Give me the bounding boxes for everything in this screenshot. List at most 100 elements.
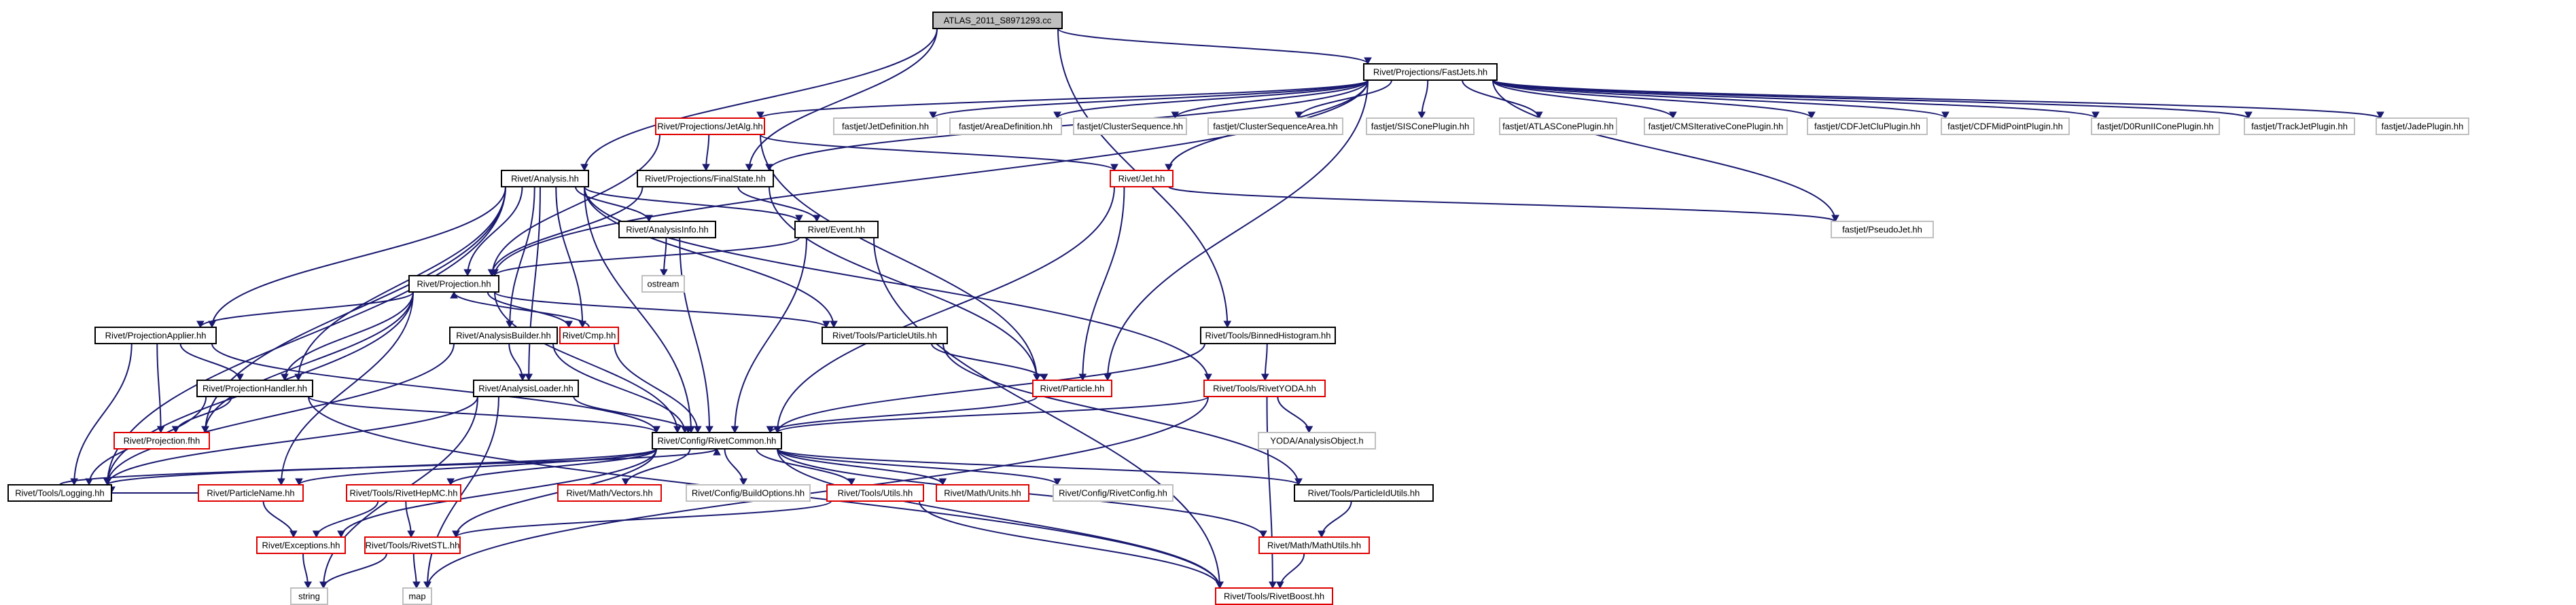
node-fj_cdfjetclu[interactable]: fastjet/CDFJetCluPlugin.hh bbox=[1807, 117, 1928, 135]
node-finalstate[interactable]: Rivet/Projections/FinalState.hh bbox=[637, 170, 774, 187]
edge-arrowhead bbox=[1831, 215, 1839, 223]
node-projection[interactable]: Rivet/Projection.hh bbox=[408, 275, 499, 293]
edge-arrowhead bbox=[2376, 111, 2384, 120]
node-fj_cdfmid[interactable]: fastjet/CDFMidPointPlugin.hh bbox=[1941, 117, 2070, 135]
node-box bbox=[1215, 587, 1333, 605]
node-jetalg[interactable]: Rivet/Projections/JetAlg.hh bbox=[655, 117, 765, 135]
node-toolsutils[interactable]: Rivet/Tools/Utils.hh bbox=[826, 484, 924, 502]
node-fj_areadef[interactable]: fastjet/AreaDefinition.hh bbox=[949, 117, 1062, 135]
node-label: Rivet/ProjectionHandler.hh bbox=[202, 384, 307, 394]
node-projhandler[interactable]: Rivet/ProjectionHandler.hh bbox=[196, 380, 313, 397]
node-mathutils[interactable]: Rivet/Math/MathUtils.hh bbox=[1258, 536, 1370, 554]
edge-fastjets-to-jetalg bbox=[760, 79, 1369, 119]
node-exceptions[interactable]: Rivet/Exceptions.hh bbox=[256, 536, 346, 554]
edge-arrowhead bbox=[830, 320, 838, 329]
node-fastjets[interactable]: Rivet/Projections/FastJets.hh bbox=[1363, 63, 1498, 81]
node-binnedhist[interactable]: Rivet/Tools/BinnedHistogram.hh bbox=[1200, 327, 1336, 344]
edge-rivetyoda-to-rivetboost bbox=[1266, 396, 1273, 589]
edge-arrowhead bbox=[684, 426, 692, 434]
edge-arrowhead bbox=[1110, 164, 1118, 172]
node-fj_csa[interactable]: fastjet/ClusterSequenceArea.hh bbox=[1207, 117, 1343, 135]
node-box bbox=[794, 221, 879, 238]
node-vectors[interactable]: Rivet/Math/Vectors.hh bbox=[557, 484, 662, 502]
node-string[interactable]: string bbox=[290, 587, 328, 605]
node-particleutils[interactable]: Rivet/Tools/ParticleUtils.hh bbox=[822, 327, 948, 344]
node-rivethepmc[interactable]: Rivet/Tools/RivetHepMC.hh bbox=[346, 484, 461, 502]
edge-arrowhead bbox=[412, 581, 421, 589]
node-fj_jade[interactable]: fastjet/JadePlugin.hh bbox=[2376, 117, 2469, 135]
node-label: Rivet/Math/MathUtils.hh bbox=[1267, 540, 1361, 551]
edge-arrowhead bbox=[1364, 57, 1372, 65]
edge-rivethepmc-to-exceptions bbox=[315, 500, 379, 538]
node-particleidutils[interactable]: Rivet/Tools/ParticleIdUtils.hh bbox=[1294, 484, 1434, 502]
edge-finalstate-to-particle bbox=[769, 186, 1038, 381]
edge-arrowhead bbox=[312, 530, 321, 538]
node-box bbox=[346, 484, 461, 502]
edge-jetalg-to-projection bbox=[491, 134, 660, 276]
node-rivetcommon[interactable]: Rivet/Config/RivetCommon.hh bbox=[652, 432, 782, 450]
edge-arrowhead bbox=[756, 111, 764, 120]
node-fj_cs[interactable]: fastjet/ClusterSequence.hh bbox=[1073, 117, 1187, 135]
edge-arrowhead bbox=[652, 426, 660, 434]
node-rivetboost[interactable]: Rivet/Tools/RivetBoost.hh bbox=[1215, 587, 1333, 605]
node-box bbox=[1499, 117, 1617, 135]
node-cmp[interactable]: Rivet/Cmp.hh bbox=[559, 327, 619, 344]
edge-analysis-to-analysisloader bbox=[528, 186, 541, 381]
node-analysis[interactable]: Rivet/Analysis.hh bbox=[501, 170, 589, 187]
edge-fastjets-to-fj_trackjet bbox=[1492, 79, 2249, 119]
edge-arrowhead bbox=[407, 530, 415, 538]
node-analysisbuilder[interactable]: Rivet/AnalysisBuilder.hh bbox=[449, 327, 558, 344]
node-fj_d0[interactable]: fastjet/D0RunIIConePlugin.hh bbox=[2091, 117, 2220, 135]
node-units[interactable]: Rivet/Math/Units.hh bbox=[936, 484, 1029, 502]
node-fj_trackjet[interactable]: fastjet/TrackJetPlugin.hh bbox=[2244, 117, 2355, 135]
edge-arrowhead bbox=[1269, 581, 1277, 589]
node-fj_jetdef[interactable]: fastjet/JetDefinition.hh bbox=[833, 117, 938, 135]
edge-jet-to-pseudojet bbox=[1168, 186, 1836, 222]
node-map[interactable]: map bbox=[402, 587, 432, 605]
node-label: Rivet/Tools/BinnedHistogram.hh bbox=[1205, 331, 1331, 341]
node-logging[interactable]: Rivet/Tools/Logging.hh bbox=[7, 484, 112, 502]
edge-arrowhead bbox=[813, 215, 821, 223]
node-rivetstl[interactable]: Rivet/Tools/RivetSTL.hh bbox=[364, 536, 461, 554]
node-label: Rivet/Config/RivetCommon.hh bbox=[658, 436, 777, 446]
node-ostream[interactable]: ostream bbox=[641, 275, 685, 293]
node-fj_atlascone[interactable]: fastjet/ATLASConePlugin.hh bbox=[1499, 117, 1617, 135]
node-label: fastjet/PseudoJet.hh bbox=[1842, 225, 1922, 235]
edge-arrowhead bbox=[295, 478, 303, 486]
node-particlename[interactable]: Rivet/ParticleName.hh bbox=[198, 484, 304, 502]
node-label: Rivet/Tools/Logging.hh bbox=[15, 488, 105, 498]
node-projapplier[interactable]: Rivet/ProjectionApplier.hh bbox=[94, 327, 217, 344]
node-box bbox=[1207, 117, 1343, 135]
node-label: fastjet/AreaDefinition.hh bbox=[959, 122, 1053, 132]
node-box bbox=[408, 275, 499, 293]
node-root[interactable]: ATLAS_2011_S8971293.cc bbox=[932, 12, 1063, 29]
node-fj_siscone[interactable]: fastjet/SISConePlugin.hh bbox=[1366, 117, 1475, 135]
node-label: Rivet/Tools/RivetBoost.hh bbox=[1224, 591, 1324, 602]
edge-arrowhead bbox=[822, 320, 830, 329]
edge-particlename-to-exceptions bbox=[262, 500, 294, 538]
edge-arrowhead bbox=[277, 478, 285, 486]
node-fj_cmsit[interactable]: fastjet/CMSIterativeConePlugin.hh bbox=[1644, 117, 1788, 135]
node-buildopts[interactable]: Rivet/Config/BuildOptions.hh bbox=[686, 484, 811, 502]
edge-analysis-to-projapplier bbox=[211, 186, 506, 328]
edge-arrowhead bbox=[693, 426, 702, 434]
node-analysisinfo[interactable]: Rivet/AnalysisInfo.hh bbox=[618, 221, 716, 238]
edge-arrowhead bbox=[289, 530, 298, 538]
node-event[interactable]: Rivet/Event.hh bbox=[794, 221, 879, 238]
node-label: Rivet/Tools/RivetSTL.hh bbox=[366, 540, 460, 551]
node-particle[interactable]: Rivet/Particle.hh bbox=[1032, 380, 1112, 397]
node-box bbox=[936, 484, 1029, 502]
node-rivetyoda[interactable]: Rivet/Tools/RivetYODA.hh bbox=[1203, 380, 1326, 397]
node-label: fastjet/SISConePlugin.hh bbox=[1371, 122, 1470, 132]
node-pseudojet[interactable]: fastjet/PseudoJet.hh bbox=[1831, 221, 1934, 238]
node-analysisloader[interactable]: Rivet/AnalysisLoader.hh bbox=[473, 380, 579, 397]
node-projfhh[interactable]: Rivet/Projection.fhh bbox=[113, 432, 210, 450]
node-jet[interactable]: Rivet/Jet.hh bbox=[1110, 170, 1174, 187]
node-rivetconfig[interactable]: Rivet/Config/RivetConfig.hh bbox=[1053, 484, 1174, 502]
edge-arrowhead bbox=[795, 215, 803, 223]
edge-analysis-to-event bbox=[584, 186, 800, 222]
node-yodaobj[interactable]: YODA/AnalysisObject.h bbox=[1258, 432, 1376, 450]
node-box bbox=[2376, 117, 2469, 135]
edge-arrowhead bbox=[745, 164, 754, 172]
edge-particle-to-rivetcommon bbox=[769, 396, 1038, 433]
